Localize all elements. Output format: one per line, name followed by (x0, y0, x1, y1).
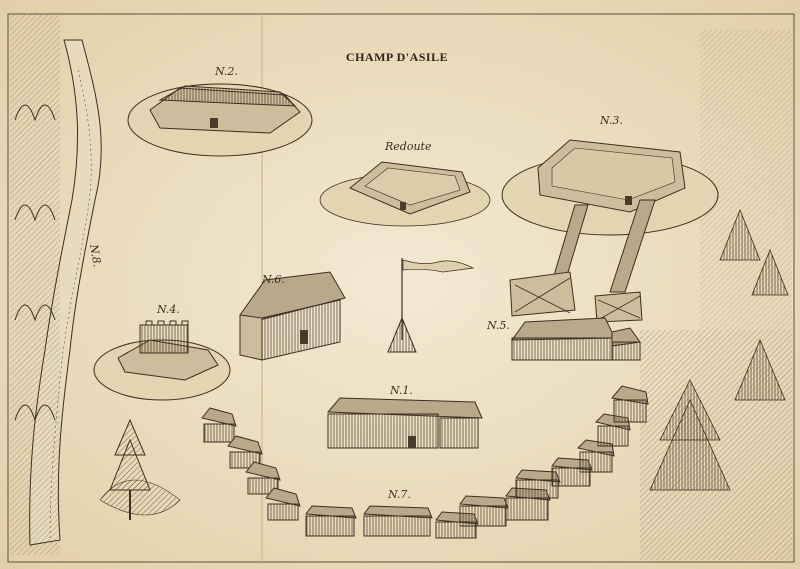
fort-n3 (501, 139, 719, 293)
label-n5: N.5. (486, 319, 510, 332)
hut (245, 461, 281, 495)
hut (515, 469, 561, 499)
hut (201, 407, 237, 443)
hut-row-n7 (201, 385, 649, 539)
label-n8: N.8. (87, 242, 104, 268)
tent-icon (387, 316, 417, 353)
plate-border (7, 13, 795, 563)
label-n6: N.6. (261, 273, 285, 286)
barracks-icon (239, 271, 346, 361)
label-n1: N.1. (389, 384, 413, 397)
label-redoute: Redoute (384, 140, 432, 153)
barracks-n1 (326, 397, 483, 449)
blockhouse-n3 (509, 271, 643, 323)
left-forest (10, 15, 60, 555)
barracks-n5 (511, 317, 641, 361)
hut (459, 495, 509, 527)
fort-n4 (93, 320, 231, 401)
map-title: CHAMP D'ASILE (346, 50, 448, 64)
hut (305, 505, 357, 537)
label-n4: N.4. (156, 303, 180, 316)
label-n3: N.3. (599, 114, 623, 127)
label-n2: N.2. (214, 65, 238, 78)
redoubt-icon (319, 161, 491, 227)
hut (265, 487, 301, 521)
label-n7: N.7. (387, 488, 411, 501)
hut (611, 385, 649, 423)
tree-icon (99, 418, 181, 520)
hut (363, 505, 433, 537)
right-forest (640, 30, 792, 560)
fort-n2 (127, 83, 313, 157)
